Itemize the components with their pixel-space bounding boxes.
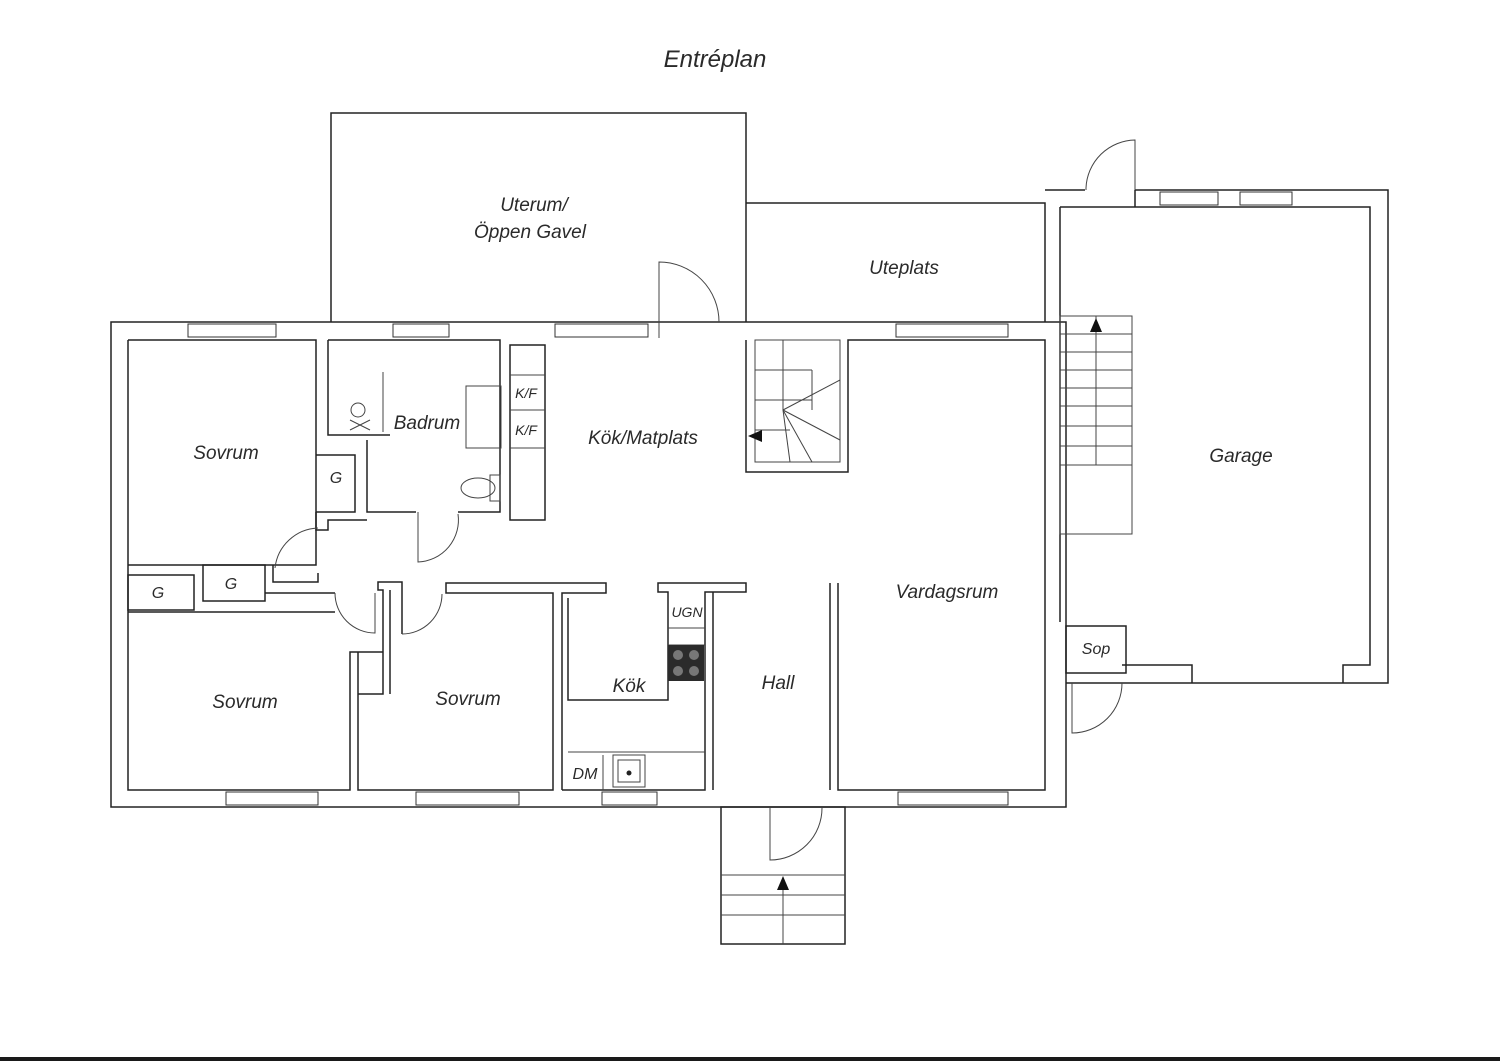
label-g-bath: G <box>330 470 342 487</box>
garage-stair-arrow-icon <box>1090 318 1102 332</box>
label-badrum: Badrum <box>394 413 461 434</box>
label-kf2: K/F <box>515 422 538 438</box>
stair-arrow-icon <box>748 430 762 442</box>
fixtures <box>349 372 704 790</box>
label-dm: DM <box>573 766 599 783</box>
label-kok: Kök <box>613 676 647 697</box>
toilet-icon <box>460 474 501 502</box>
sink-icon <box>612 754 646 788</box>
walls <box>110 112 1389 945</box>
label-sop: Sop <box>1082 641 1111 658</box>
label-garage: Garage <box>1209 446 1272 467</box>
label-kok-matplats: Kök/Matplats <box>588 428 698 449</box>
label-vardagsrum: Vardagsrum <box>896 582 999 603</box>
label-sovrum-bottom-left: Sovrum <box>212 692 277 713</box>
label-hall: Hall <box>762 673 796 694</box>
label-sovrum-top: Sovrum <box>193 443 258 464</box>
plan-title: Entréplan <box>664 46 767 73</box>
label-uterum-line1: Uterum/ <box>500 195 569 216</box>
entrance-arrow-icon <box>777 876 789 890</box>
doors <box>274 139 1136 861</box>
label-sovrum-bottom-mid: Sovrum <box>435 689 500 710</box>
label-uterum-line2: Öppen Gavel <box>474 222 587 243</box>
windows <box>187 191 1293 806</box>
label-g-mid: G <box>225 576 237 593</box>
label-uteplats: Uteplats <box>869 258 939 279</box>
label-ugn: UGN <box>671 604 703 620</box>
bottom-rule <box>0 1057 1500 1061</box>
label-kf1: K/F <box>515 385 538 401</box>
stove-icon <box>668 645 704 681</box>
label-g-left: G <box>152 585 164 602</box>
